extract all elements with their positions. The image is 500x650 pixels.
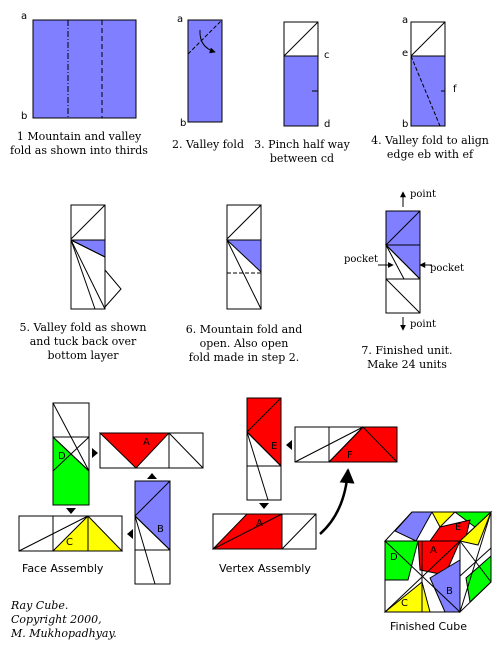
label-point-top: point <box>410 189 437 200</box>
fold-edge <box>52 436 90 472</box>
cube-label-c: C <box>401 598 408 609</box>
fold-edge <box>385 244 405 280</box>
assembly-arrow-down <box>66 508 76 514</box>
step-7-figure <box>378 191 432 331</box>
label-pocket-left: pocket <box>344 254 379 265</box>
fold-edge <box>410 21 446 57</box>
fold-edge <box>226 204 262 240</box>
credit-line: M. Mukhopadhyay. <box>11 627 117 640</box>
cube-label-a: A <box>430 545 437 556</box>
point-label-a: a <box>177 14 184 25</box>
fold-edge <box>70 239 106 310</box>
fold-edge <box>246 431 282 467</box>
piece-label-f: F <box>347 450 353 461</box>
fold-edge <box>70 204 106 240</box>
assembly-arrow-curved <box>319 468 355 535</box>
fold-edge <box>70 239 106 258</box>
fold-arrow <box>199 29 216 54</box>
cube-top-piece-yellow <box>431 511 457 528</box>
finished-cube-figure <box>383 510 493 614</box>
fold-edge <box>281 513 317 550</box>
strip-outline <box>70 204 106 310</box>
cube-label-d: D <box>390 552 398 563</box>
point-label-b: b <box>402 119 409 130</box>
step-7-caption: 7. Finished unit.Make 24 units <box>361 344 453 371</box>
step-4-figure <box>410 21 446 127</box>
fold-edge <box>385 278 421 314</box>
piece-label-c: C <box>66 537 73 548</box>
diagonal-valley-fold <box>410 55 441 127</box>
point-label-a: a <box>402 15 409 26</box>
assembly-arrow-left <box>127 529 133 539</box>
tuck-flap <box>104 268 122 309</box>
fold-edge <box>226 239 262 310</box>
cube-label-e: E <box>455 522 462 533</box>
cube-right-yellow <box>458 511 492 546</box>
cube-front-yellow <box>383 581 431 613</box>
blue-triangle <box>225 239 262 274</box>
fold-edge <box>283 21 319 57</box>
piece-label-a: A <box>143 437 150 448</box>
fold-edge <box>134 480 171 517</box>
fold-edge <box>385 244 421 280</box>
fold-edge <box>18 515 89 552</box>
label-pocket-right: pocket <box>430 263 465 274</box>
fold-edge <box>294 426 364 463</box>
strip <box>187 19 223 123</box>
step-1-figure <box>32 19 137 119</box>
fold-edge <box>459 511 492 613</box>
fold-edge <box>52 402 90 472</box>
face-assembly-title: Face Assembly <box>22 562 104 575</box>
square-paper <box>32 19 137 119</box>
face-assembly-figure <box>18 402 204 585</box>
point-label-d: d <box>324 119 331 130</box>
cube-front-green <box>384 540 419 581</box>
point-label-e: e <box>402 48 409 59</box>
fold-edge <box>134 515 171 551</box>
credit-line: Copyright 2000, <box>11 613 102 626</box>
fold-edge <box>362 426 398 463</box>
fold-edge <box>70 239 96 310</box>
diagonal-valley-fold <box>187 19 223 55</box>
unit-a-red <box>98 432 171 469</box>
cube-label-b: B <box>446 586 453 597</box>
step-6-figure <box>225 204 262 310</box>
fold-edge <box>168 432 204 469</box>
step-2-figure <box>187 19 223 123</box>
credit-line: Ray Cube. <box>11 599 69 612</box>
assembly-arrow-left <box>286 440 292 450</box>
piece-label-a: A <box>256 518 263 529</box>
credit-block: Ray Cube. Copyright 2000, M. Mukhopadhya… <box>11 599 117 641</box>
fold-edge <box>385 210 421 246</box>
strip-blue <box>410 55 446 127</box>
point-label-c: c <box>324 50 330 61</box>
fold-edge <box>246 397 282 433</box>
point-label-b: b <box>21 111 28 122</box>
vertex-assembly-figure <box>211 397 398 550</box>
piece-label-b: B <box>157 524 164 535</box>
assembly-arrow-up <box>147 473 157 479</box>
point-label-b: b <box>180 118 187 129</box>
assembly-arrow-down <box>259 503 269 509</box>
fold-edge <box>328 426 364 463</box>
step-2-caption: 2. Valley fold <box>172 138 244 151</box>
point-label-f: f <box>453 84 457 95</box>
step-5-figure <box>70 204 122 310</box>
assembly-arrow-right <box>92 448 98 458</box>
vertex-assembly-title: Vertex Assembly <box>219 562 311 575</box>
fold-edge <box>212 513 283 550</box>
point-label-a: a <box>21 11 28 22</box>
finished-cube-title: Finished Cube <box>390 620 467 633</box>
label-point-bottom: point <box>410 319 437 330</box>
step-3-figure <box>283 21 319 127</box>
piece-label-d: D <box>58 451 66 462</box>
piece-label-e: E <box>271 441 278 452</box>
